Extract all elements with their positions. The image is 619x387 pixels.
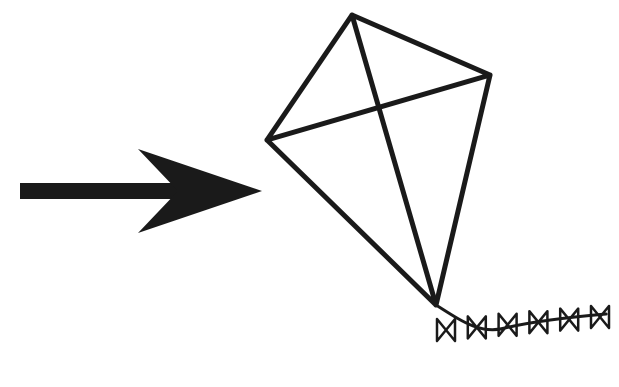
kite-icon bbox=[267, 15, 490, 305]
tail-bow bbox=[591, 306, 609, 328]
tail-bow bbox=[437, 319, 455, 341]
kite-cross-spar bbox=[267, 75, 490, 140]
kite-outline bbox=[267, 15, 490, 305]
arrow-icon bbox=[28, 149, 262, 233]
kite-tail bbox=[436, 305, 609, 341]
tail-string bbox=[436, 305, 606, 330]
